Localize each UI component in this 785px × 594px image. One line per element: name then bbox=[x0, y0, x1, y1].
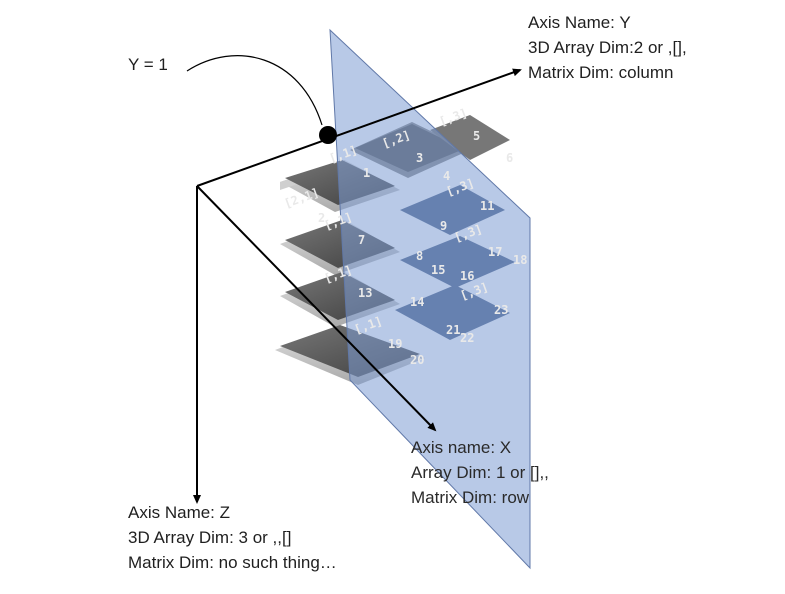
tile-value-label: 14 bbox=[410, 295, 424, 309]
y-axis-array-dim: 3D Array Dim:2 or ,[], bbox=[528, 38, 687, 57]
tile-value-label: 2 bbox=[318, 211, 325, 225]
tile-value-label: 11 bbox=[480, 199, 494, 213]
x-axis-arrow bbox=[196, 185, 437, 432]
x-axis-matrix-dim: Matrix Dim: row bbox=[411, 488, 530, 507]
x-axis-label: Axis name: X Array Dim: 1 or [],, Matrix… bbox=[411, 435, 549, 510]
z-axis-array-dim: 3D Array Dim: 3 or ,,[] bbox=[128, 528, 292, 547]
tile-value-label: 9 bbox=[440, 219, 447, 233]
tile-value-label: 23 bbox=[494, 303, 508, 317]
tile-value-label: 16 bbox=[460, 269, 474, 283]
tile-value-label: 8 bbox=[416, 249, 423, 263]
tile-value-label: 21 bbox=[446, 323, 460, 337]
y-axis-arrow bbox=[196, 68, 522, 187]
z-axis-label: Axis Name: Z 3D Array Dim: 3 or ,,[] Mat… bbox=[128, 500, 337, 575]
z-axis-name: Axis Name: Z bbox=[128, 503, 231, 522]
point-label: Y = 1 bbox=[128, 55, 168, 74]
tile-value-label: 6 bbox=[506, 151, 513, 165]
x-axis-name: Axis name: X bbox=[411, 438, 512, 457]
y-equals-1-point bbox=[319, 126, 337, 144]
tile-value-label: 3 bbox=[416, 151, 423, 165]
tile-value-label: 19 bbox=[388, 337, 402, 351]
tile-value-label: 5 bbox=[473, 129, 480, 143]
y-axis-matrix-dim: Matrix Dim: column bbox=[528, 63, 674, 82]
tile-value-label: 18 bbox=[513, 253, 527, 267]
tile-value-label: 15 bbox=[431, 263, 445, 277]
tile-value-label: 20 bbox=[410, 353, 424, 367]
pointer-curve bbox=[186, 55, 323, 126]
tile-value-label: 1 bbox=[363, 166, 370, 180]
z-axis-matrix-dim: Matrix Dim: no such thing… bbox=[128, 553, 337, 572]
y-axis-label: Axis Name: Y 3D Array Dim:2 or ,[], Matr… bbox=[528, 10, 687, 85]
tile-value-label: 17 bbox=[488, 245, 502, 259]
tile-value-label: 7 bbox=[358, 233, 365, 247]
y-equals-1-plane bbox=[329, 28, 531, 570]
x-axis-array-dim: Array Dim: 1 or [],, bbox=[411, 463, 549, 482]
tile-value-label: 22 bbox=[460, 331, 474, 345]
tile-value-label: 4 bbox=[443, 169, 450, 183]
y-axis-name: Axis Name: Y bbox=[528, 13, 631, 32]
tile-value-label: 13 bbox=[358, 286, 372, 300]
